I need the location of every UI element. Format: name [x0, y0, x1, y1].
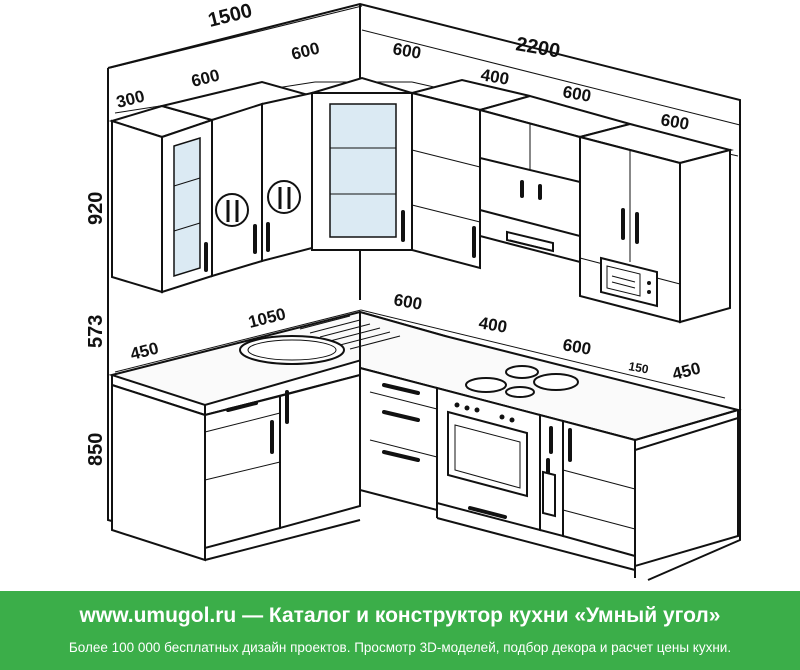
base-left-side	[111, 383, 206, 562]
banner-title-link[interactable]: www.umugol.ru — Каталог и конструктор ку…	[79, 604, 721, 627]
oven-door	[447, 410, 528, 498]
glass-door-pane	[173, 136, 201, 278]
base-left-door	[204, 394, 281, 550]
corner-glass-pane	[329, 103, 397, 238]
dim-upper-right-400: 400	[479, 65, 510, 89]
drawer-handle	[468, 506, 507, 519]
microwave-icon	[600, 256, 658, 308]
sink-bowl	[239, 335, 345, 365]
dim-height-gap: 573	[85, 315, 107, 348]
banner-subtitle: Более 100 000 бесплатных дизайн проектов…	[68, 640, 732, 655]
hood-niche	[479, 208, 581, 264]
upper-cabinet-300-side	[111, 119, 163, 294]
base-cabinets-right	[359, 366, 739, 578]
upper-cabinet-right-400-front	[411, 91, 481, 270]
kitchen-diagram: 1500 2200 300 600 600 600 400 600 600 92…	[85, 0, 742, 581]
dim-base-left-depth: 450	[128, 339, 160, 364]
base-cabinets-left	[111, 373, 361, 562]
dim-base-right-150: 150	[627, 359, 649, 376]
cutlery-icon	[215, 193, 249, 227]
drawer-handle	[382, 383, 420, 395]
dim-height-base: 850	[85, 433, 107, 466]
dim-upper-corner-left: 600	[289, 39, 321, 64]
upper-corner-cabinet	[308, 76, 416, 251]
drawer-handle	[226, 401, 258, 412]
countertops	[108, 310, 742, 450]
dim-upper-right-600b: 600	[659, 110, 690, 134]
base-right-end-side	[634, 416, 739, 568]
dim-left-total: 1500	[206, 0, 255, 32]
dim-base-right-depth: 450	[670, 359, 702, 384]
sink-drainboard	[299, 315, 401, 350]
cooktop-burners	[465, 365, 579, 398]
dim-upper-right-600a: 600	[561, 82, 592, 106]
range-hood-icon	[506, 230, 554, 253]
dim-upper-600: 600	[189, 66, 221, 91]
dim-height-upper: 920	[85, 192, 107, 225]
dim-base-left-1050: 1050	[246, 304, 287, 332]
upper-cabinets-left	[108, 80, 316, 294]
drawer-handle	[382, 410, 420, 422]
cutlery-icon	[267, 180, 301, 214]
base-right-door	[562, 419, 636, 558]
base-left-door-b	[279, 373, 361, 530]
oven-knobs	[454, 402, 515, 423]
dim-upper-300: 300	[114, 87, 146, 112]
dim-base-right-600: 600	[561, 335, 592, 359]
dim-base-right-400: 400	[477, 313, 508, 337]
upper-cabinets-right	[411, 78, 734, 324]
dim-base-corner-600: 600	[392, 290, 423, 314]
promo-banner	[0, 591, 800, 670]
bottle-icon	[542, 470, 556, 518]
upper-cabinet-end-side	[679, 148, 731, 324]
drawer-handle	[382, 450, 420, 462]
dim-upper-corner-right: 600	[391, 39, 422, 63]
dim-right-total: 2200	[514, 33, 562, 62]
